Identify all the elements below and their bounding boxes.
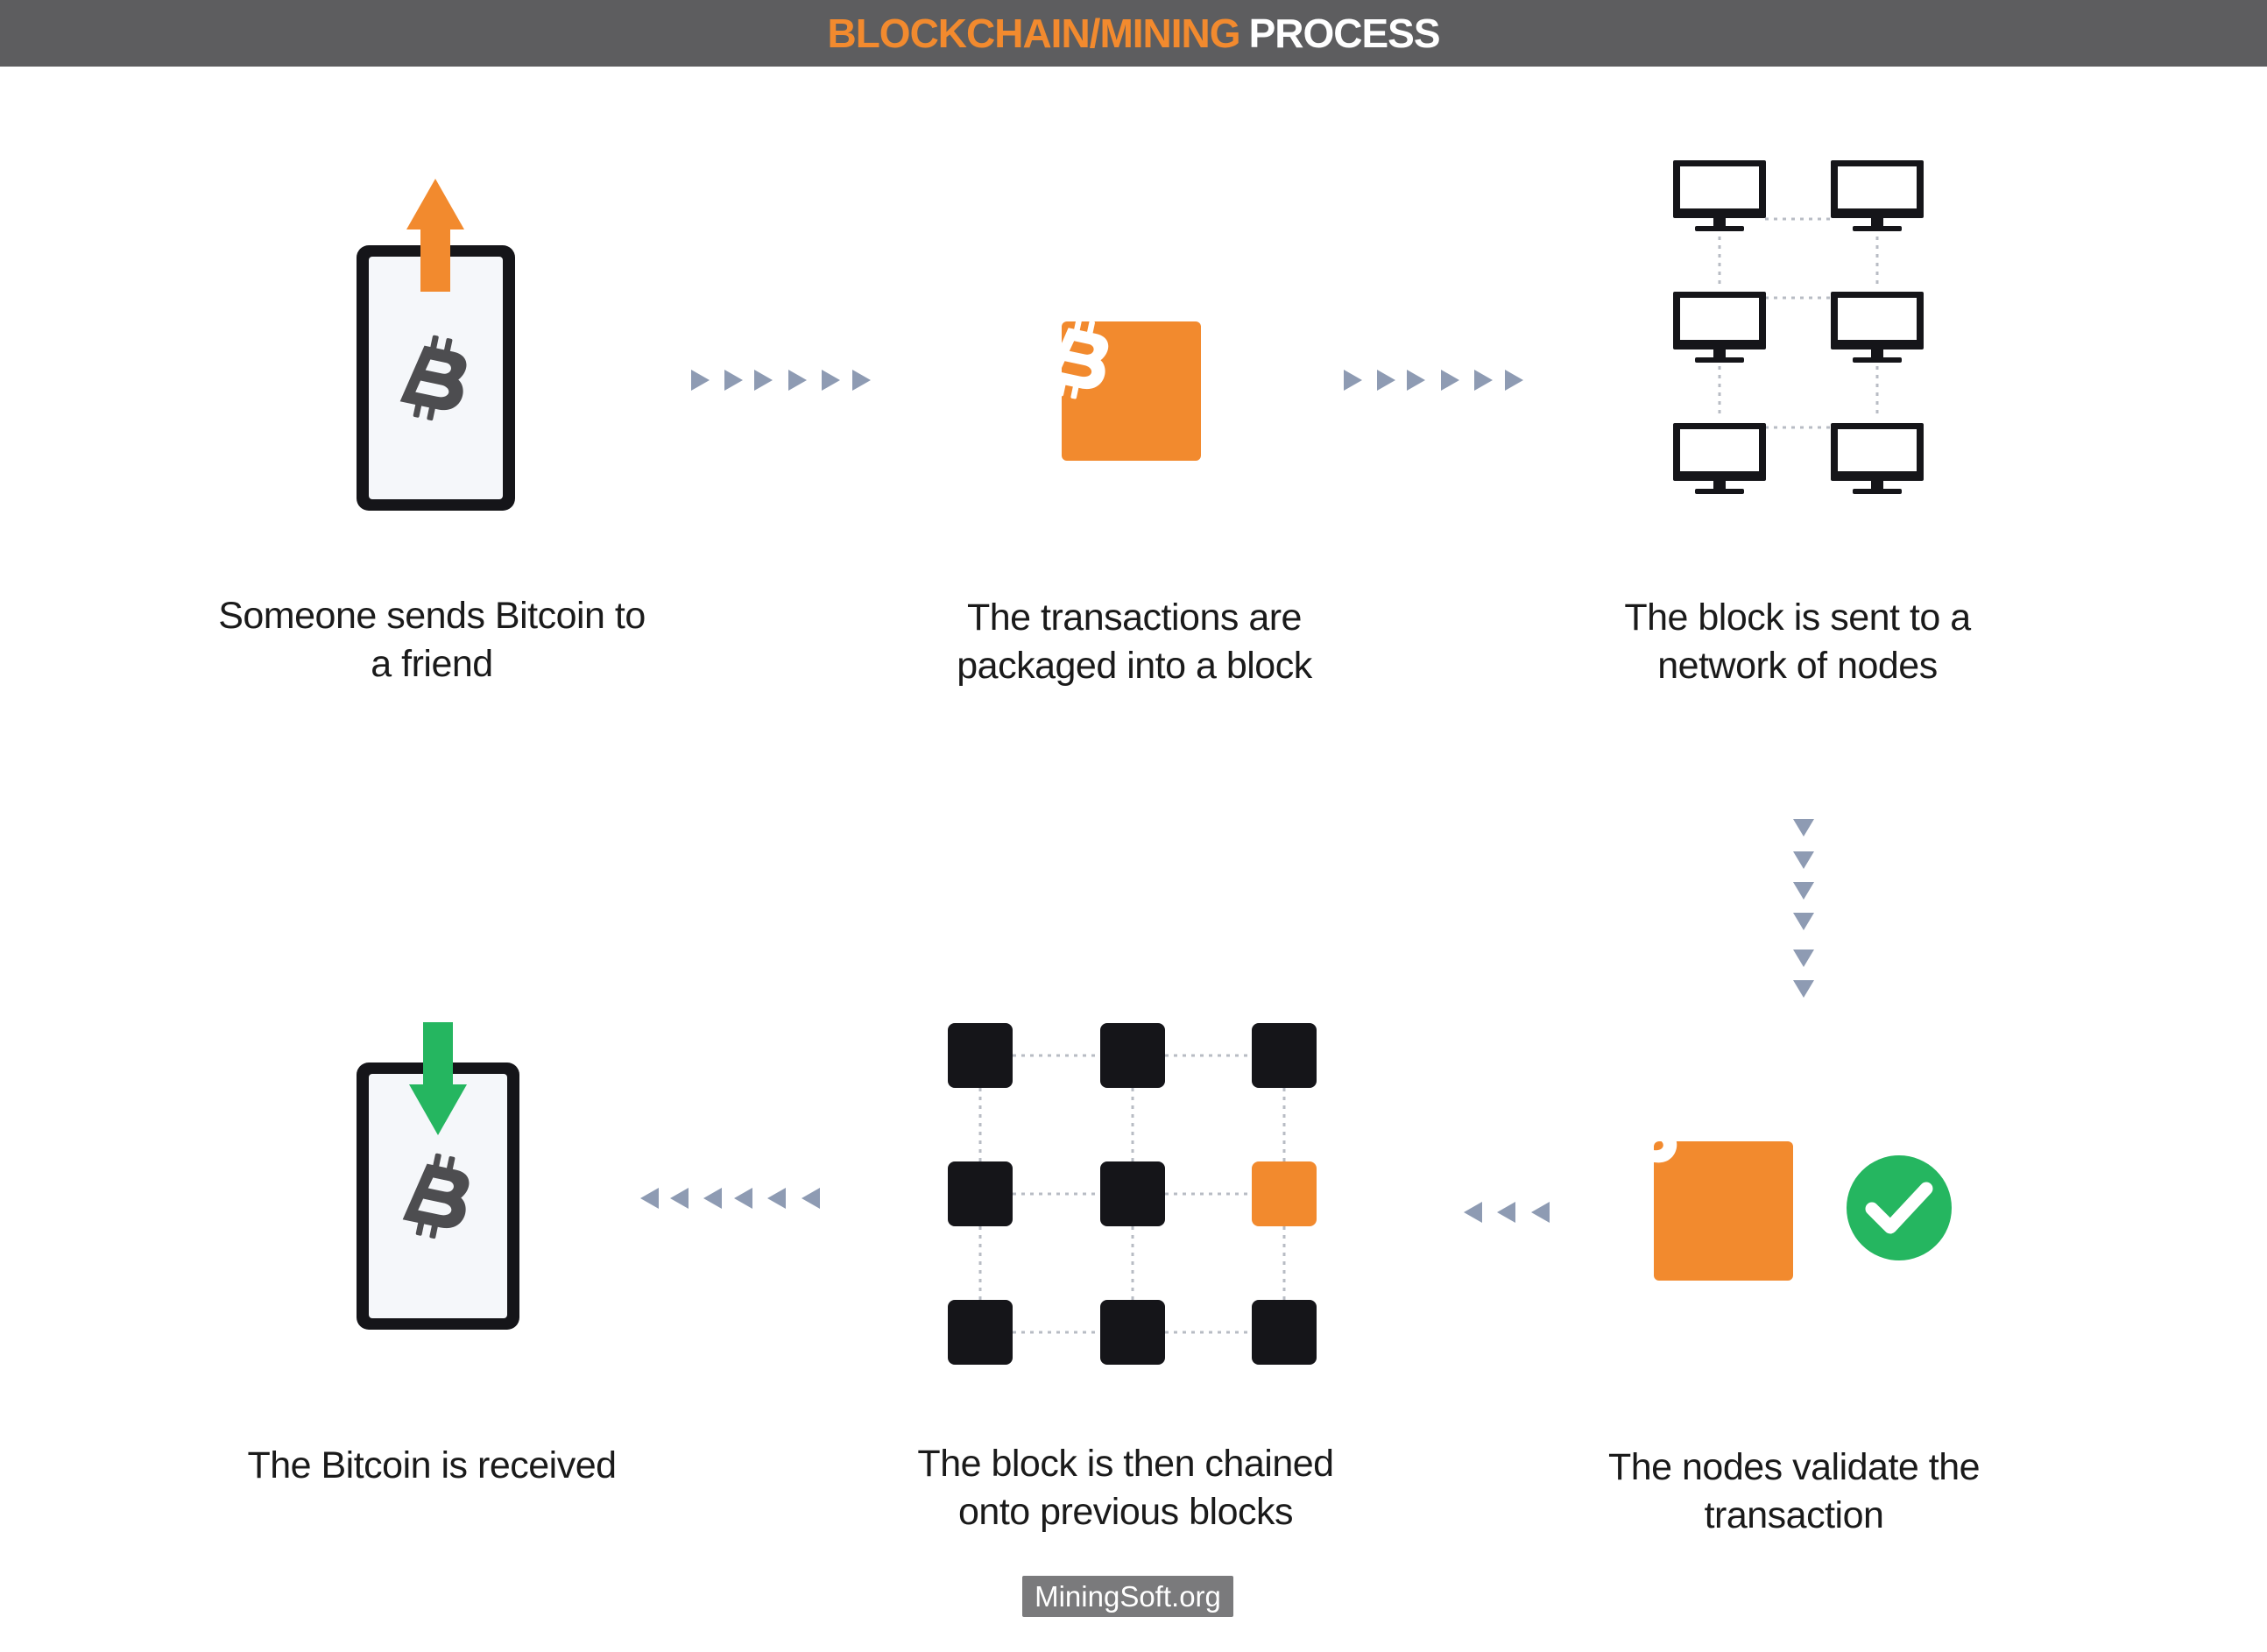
step-4-line-1: The nodes validate the <box>1607 1446 1981 1488</box>
step-1-line-1: Someone sends Bitcoin to <box>218 595 646 637</box>
validated-block-icon <box>1614 1087 1793 1281</box>
checkmark-icon <box>1847 1155 1952 1260</box>
arrow-right-2 <box>1344 370 1523 391</box>
phone-send-icon <box>357 179 515 511</box>
step-2-caption: The transactions are packaged into a blo… <box>863 594 1406 690</box>
node-network-icon <box>1673 160 1924 494</box>
step-6-caption: The Bitcoin is received <box>160 1442 703 1490</box>
step-3-caption: The block is sent to a network of nodes <box>1526 594 2069 690</box>
title-accent: BLOCKCHAIN/MINING <box>827 11 1240 56</box>
step-4-caption: The nodes validate the transaction <box>1522 1444 2066 1540</box>
arrow-left-1 <box>1464 1202 1550 1223</box>
arrow-right-1 <box>691 370 871 391</box>
step-6-line-1: The Bitcoin is received <box>247 1444 617 1486</box>
step-1-line-2: a friend <box>371 643 493 685</box>
step-3-line-1: The block is sent to a <box>1624 597 1971 639</box>
source-tag: MiningSoft.org <box>1022 1576 1233 1617</box>
arrow-left-2 <box>640 1188 820 1209</box>
title-bar: BLOCKCHAIN/MINING PROCESS <box>0 0 2267 67</box>
step-5-line-2: onto previous blocks <box>958 1491 1294 1533</box>
step-5-caption: The block is then chained onto previous … <box>854 1440 1397 1536</box>
step-5-line-1: The block is then chained <box>917 1443 1334 1485</box>
step-2-line-1: The transactions are <box>967 597 1302 639</box>
step-3-line-2: network of nodes <box>1657 645 1938 687</box>
step-1-caption: Someone sends Bitcoin to a friend <box>160 592 703 688</box>
block-chain-icon <box>948 1023 1317 1365</box>
arrow-down <box>1793 819 1814 998</box>
title-rest: PROCESS <box>1248 11 1441 56</box>
step-4-line-2: transaction <box>1704 1494 1884 1536</box>
phone-receive-icon <box>357 1022 519 1330</box>
step-2-line-2: packaged into a block <box>957 645 1312 687</box>
bitcoin-block-icon <box>1042 314 1201 461</box>
